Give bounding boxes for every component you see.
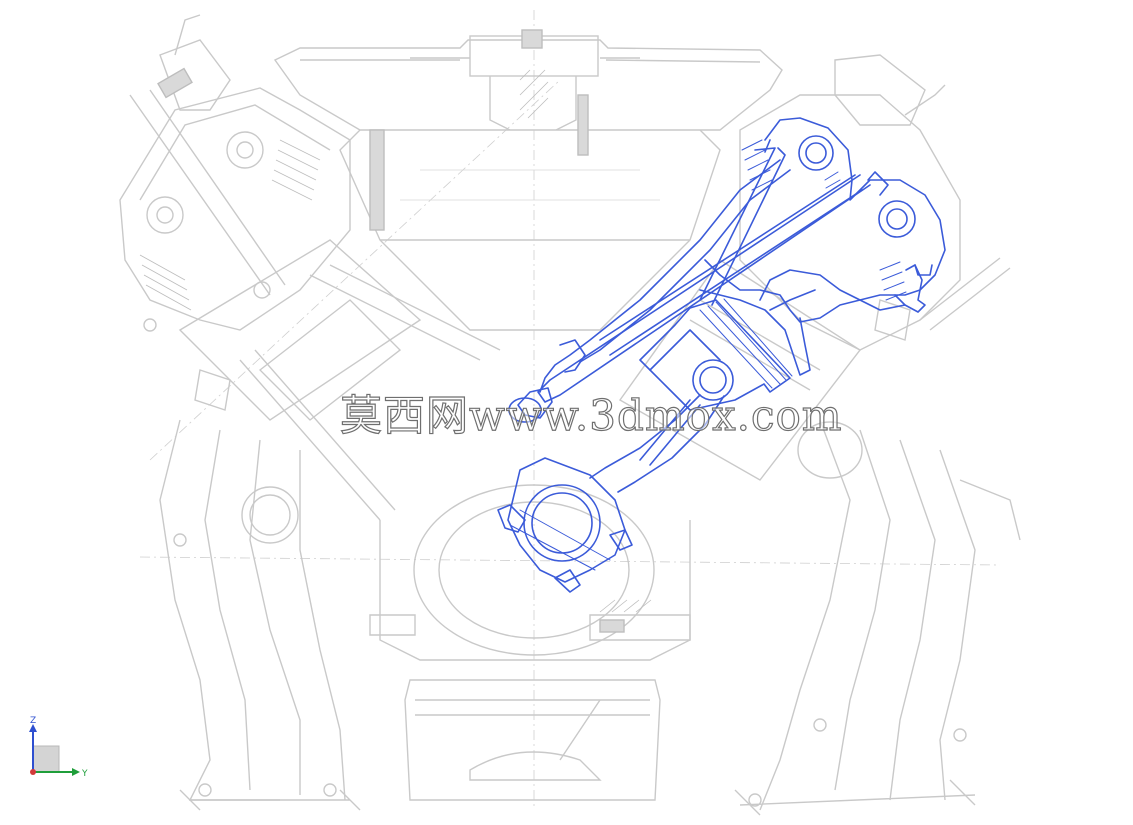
z-axis-arrowhead — [29, 724, 37, 732]
axis-orientation-triad[interactable]: Z Y — [22, 716, 92, 780]
background-engine-section — [119, 10, 1021, 816]
y-axis-arrowhead — [72, 768, 80, 776]
blue-overlay-sketch — [497, 117, 946, 593]
y-axis-label: Y — [81, 769, 88, 779]
triad-plane-square — [32, 745, 60, 773]
z-axis-label: Z — [30, 716, 36, 726]
triad-origin-dot — [30, 769, 36, 775]
